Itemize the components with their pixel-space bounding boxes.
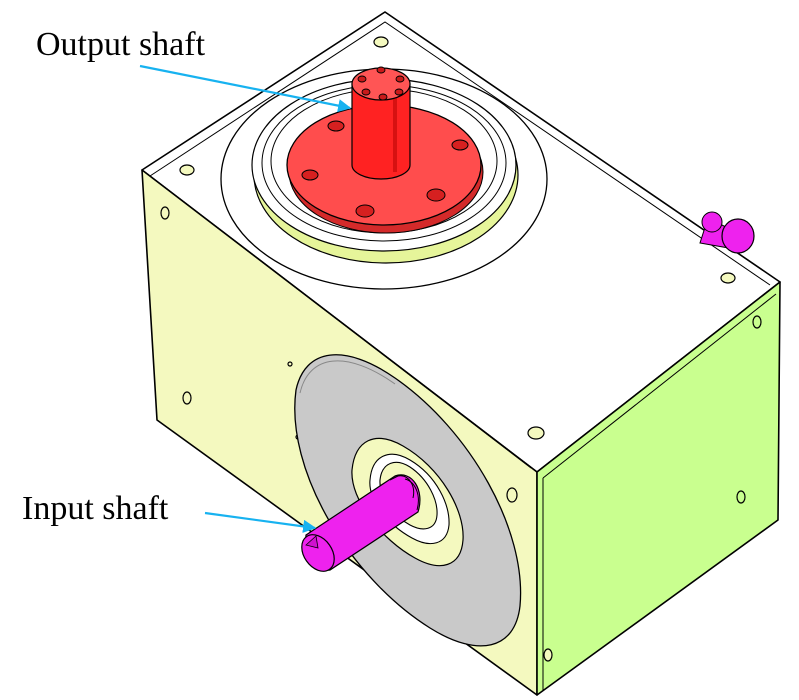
- shaft-hole: [376, 66, 386, 74]
- output-shaft-label: Output shaft: [36, 26, 206, 63]
- shaft-hole: [394, 88, 404, 96]
- input-shaft-label: Input shaft: [22, 490, 169, 527]
- shaft-hole: [361, 88, 371, 96]
- flange-bolt-hole: [451, 139, 469, 151]
- face-hole: [543, 648, 553, 662]
- small-hole: [287, 361, 293, 367]
- face-hole: [160, 206, 170, 220]
- face-hole: [182, 391, 192, 405]
- shaft-hole: [357, 75, 367, 83]
- housing-top-bevel: [149, 21, 771, 286]
- housing-left-bevel: [149, 175, 532, 469]
- input-shaft: [301, 474, 421, 572]
- face-hole: [506, 487, 518, 503]
- shaft-hole: [395, 75, 405, 83]
- mounting-hole: [373, 36, 389, 48]
- right-face-holes: [736, 315, 762, 504]
- housing-right-bevel: [542, 293, 777, 479]
- mounting-hole: [720, 272, 736, 284]
- top-mounting-holes: [179, 36, 736, 440]
- shaft-hole: [378, 93, 388, 101]
- mounting-hole: [527, 426, 545, 440]
- rear-shaft-stub: [699, 211, 755, 254]
- face-hole: [752, 315, 762, 329]
- flange-bolt-hole: [301, 169, 319, 181]
- output-shaft: [351, 66, 411, 180]
- face-hole: [736, 490, 746, 504]
- flange-bolt-hole: [426, 188, 446, 202]
- flange-bolt-hole: [355, 204, 375, 218]
- input-shaft-arrow: [204, 511, 317, 533]
- output-shaft-arrow: [139, 64, 352, 113]
- flange-bolt-hole: [327, 120, 345, 132]
- housing-right-face: [536, 281, 781, 696]
- mounting-hole: [179, 164, 195, 176]
